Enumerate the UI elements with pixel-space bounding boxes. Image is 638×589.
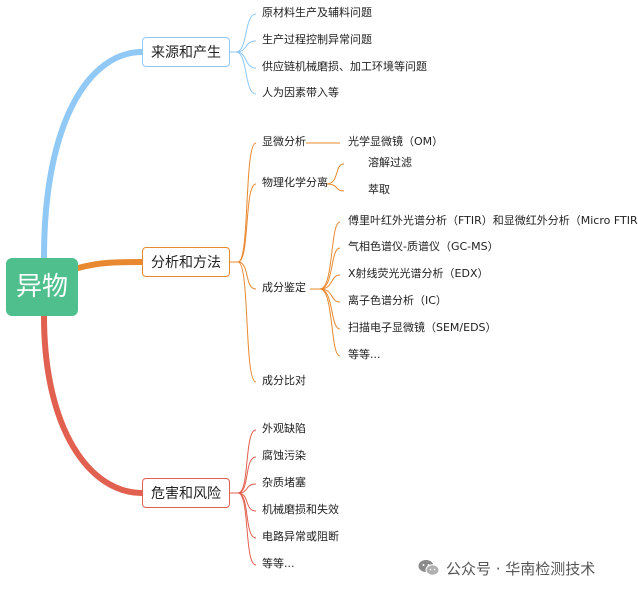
analysis-identification[interactable]: 成分鉴定 — [262, 281, 306, 294]
analysis-microscopy-om[interactable]: 光学显微镜（OM） — [348, 135, 444, 148]
root-node[interactable]: 异物 — [6, 258, 78, 316]
hazard-item-etc[interactable]: 等等... — [262, 557, 295, 570]
analysis-identification-edx[interactable]: X射线荧光光谱分析（EDX） — [348, 267, 489, 280]
analysis-identification-gcms[interactable]: 气相色谱仪-质谱仪（GC-MS） — [348, 240, 499, 253]
hazard-item-blockage[interactable]: 杂质堵塞 — [262, 476, 306, 489]
watermark: 公众号 · 华南检测技术 — [418, 556, 595, 580]
source-item-supply-chain[interactable]: 供应链机械磨损、加工环境等问题 — [262, 60, 427, 73]
wechat-icon — [418, 559, 440, 577]
analysis-identification-etc[interactable]: 等等... — [348, 348, 381, 361]
hazard-item-corrosion[interactable]: 腐蚀污染 — [262, 449, 306, 462]
link-root-analysis — [75, 259, 145, 271]
branch-hazard[interactable]: 危害和风险 — [142, 478, 230, 508]
watermark-text: 公众号 · 华南检测技术 — [446, 559, 596, 578]
analysis-comparison[interactable]: 成分比对 — [262, 374, 306, 387]
analysis-separation-extraction[interactable]: 萃取 — [368, 183, 390, 196]
analysis-identification-ftir[interactable]: 傅里叶红外光谱分析（FTIR）和显微红外分析（Micro FTIR） — [348, 214, 638, 227]
source-connectors — [229, 13, 257, 95]
hazard-item-appearance[interactable]: 外观缺陷 — [262, 422, 306, 435]
source-item-process-control[interactable]: 生产过程控制异常问题 — [262, 33, 372, 46]
analysis-identification-sem[interactable]: 扫描电子显微镜（SEM/EDS） — [348, 321, 497, 334]
analysis-microscopy[interactable]: 显微分析 — [262, 135, 306, 148]
hazard-item-wear[interactable]: 机械磨损和失效 — [262, 503, 339, 516]
branch-analysis[interactable]: 分析和方法 — [142, 247, 230, 277]
link-root-source — [41, 49, 145, 261]
analysis-separation[interactable]: 物理化学分离 — [262, 176, 328, 189]
source-item-human-factor[interactable]: 人为因素带入等 — [262, 86, 339, 99]
analysis-connectors — [229, 142, 345, 383]
analysis-identification-ic[interactable]: 离子色谱分析（IC） — [348, 294, 447, 307]
hazard-item-circuit[interactable]: 电路异常或阻断 — [262, 530, 339, 543]
source-item-raw-material[interactable]: 原材料生产及辅料问题 — [262, 6, 372, 19]
branch-source[interactable]: 来源和产生 — [142, 37, 230, 67]
hazard-connectors — [229, 429, 257, 566]
link-root-hazard — [41, 313, 145, 496]
analysis-separation-filtration[interactable]: 溶解过滤 — [368, 156, 412, 169]
